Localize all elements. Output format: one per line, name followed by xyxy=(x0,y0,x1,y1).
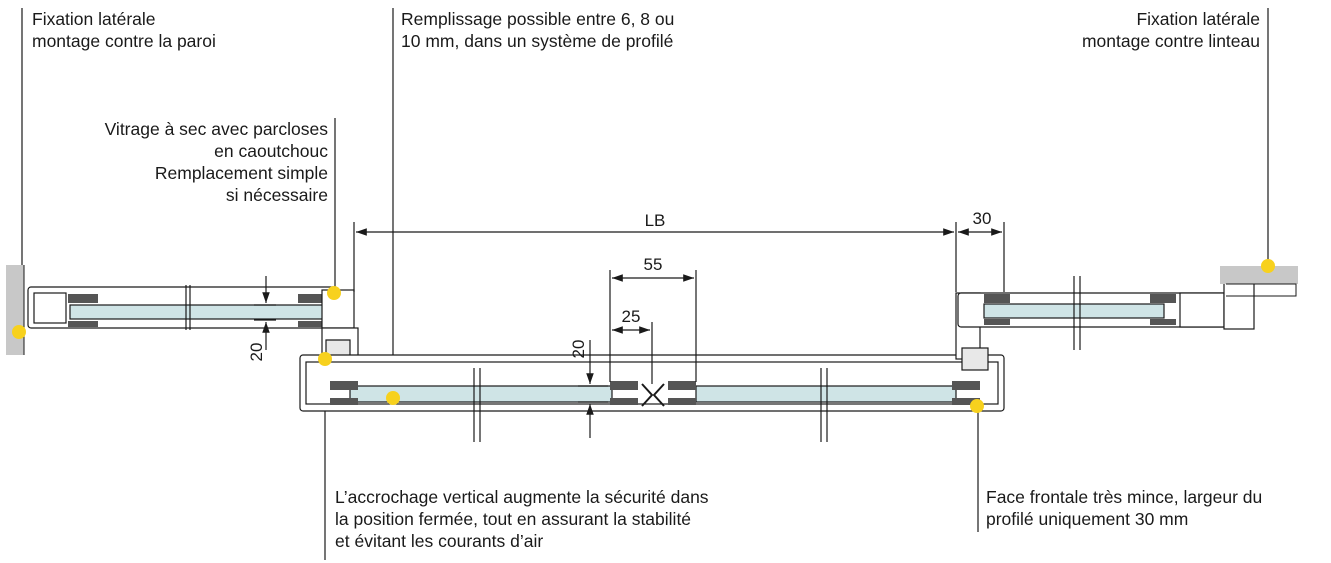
annotation-face: Face frontale très mince, largeur du pro… xyxy=(986,486,1262,530)
annotation-right-fixing-line-2: montage contre linteau xyxy=(1081,31,1260,51)
dim-30-label: 30 xyxy=(973,209,992,228)
left-fixed-panel xyxy=(27,285,339,330)
annotation-hook: L’accrochage vertical augmente la sécuri… xyxy=(335,486,709,552)
dim-lb-label: LB xyxy=(645,211,666,230)
right-fixed-panel xyxy=(957,276,1255,350)
annotation-face-line-2: profilé uniquement 30 mm xyxy=(986,509,1189,529)
annotation-infill: Remplissage possible entre 6, 8 ou 10 mm… xyxy=(401,8,674,52)
dim-20-mid-label: 20 xyxy=(569,340,588,359)
annotation-glazing: Vitrage à sec avec parcloses en caoutcho… xyxy=(105,118,328,206)
marker-glazing xyxy=(327,286,341,300)
annotation-glazing-line-4: si nécessaire xyxy=(225,185,328,205)
annotation-infill-line-1: Remplissage possible entre 6, 8 ou xyxy=(401,9,675,29)
annotation-glazing-line-3: Remplacement simple xyxy=(154,163,328,183)
dim-55-label: 55 xyxy=(644,255,663,274)
annotation-face-line-1: Face frontale très mince, largeur du xyxy=(986,487,1263,507)
annotation-hook-line-2: la position fermée, tout en assurant la … xyxy=(335,509,692,529)
annotation-left-fixing: Fixation latérale montage contre la paro… xyxy=(32,8,216,52)
marker-left-wall xyxy=(12,325,26,339)
annotation-left-fixing-line-2: montage contre la paroi xyxy=(32,31,216,51)
marker-hook xyxy=(318,352,332,366)
lintel xyxy=(1220,266,1298,297)
vertical-hook-interlock xyxy=(641,383,665,407)
annotation-infill-line-2: 10 mm, dans un système de profilé xyxy=(401,31,674,51)
annotation-right-fixing: Fixation latérale montage contre linteau xyxy=(1082,8,1260,52)
annotation-hook-line-1: L’accrochage vertical augmente la sécuri… xyxy=(335,487,709,507)
annotation-hook-line-3: et évitant les courants d’air xyxy=(335,531,544,551)
marker-face xyxy=(970,399,984,413)
left-wall xyxy=(6,265,25,355)
dim-20-left-label: 20 xyxy=(247,343,266,362)
annotation-glazing-line-2: en caoutchouc xyxy=(214,141,328,161)
annotation-right-fixing-line-1: Fixation latérale xyxy=(1136,9,1260,29)
dim-25-label: 25 xyxy=(622,307,641,326)
marker-lintel xyxy=(1261,259,1275,273)
dimension-lines xyxy=(254,222,1005,438)
annotation-glazing-line-1: Vitrage à sec avec parcloses xyxy=(104,119,328,139)
markers xyxy=(12,259,1275,413)
leader-lines xyxy=(21,8,1269,560)
annotation-left-fixing-line-1: Fixation latérale xyxy=(32,9,156,29)
marker-infill xyxy=(386,391,400,405)
